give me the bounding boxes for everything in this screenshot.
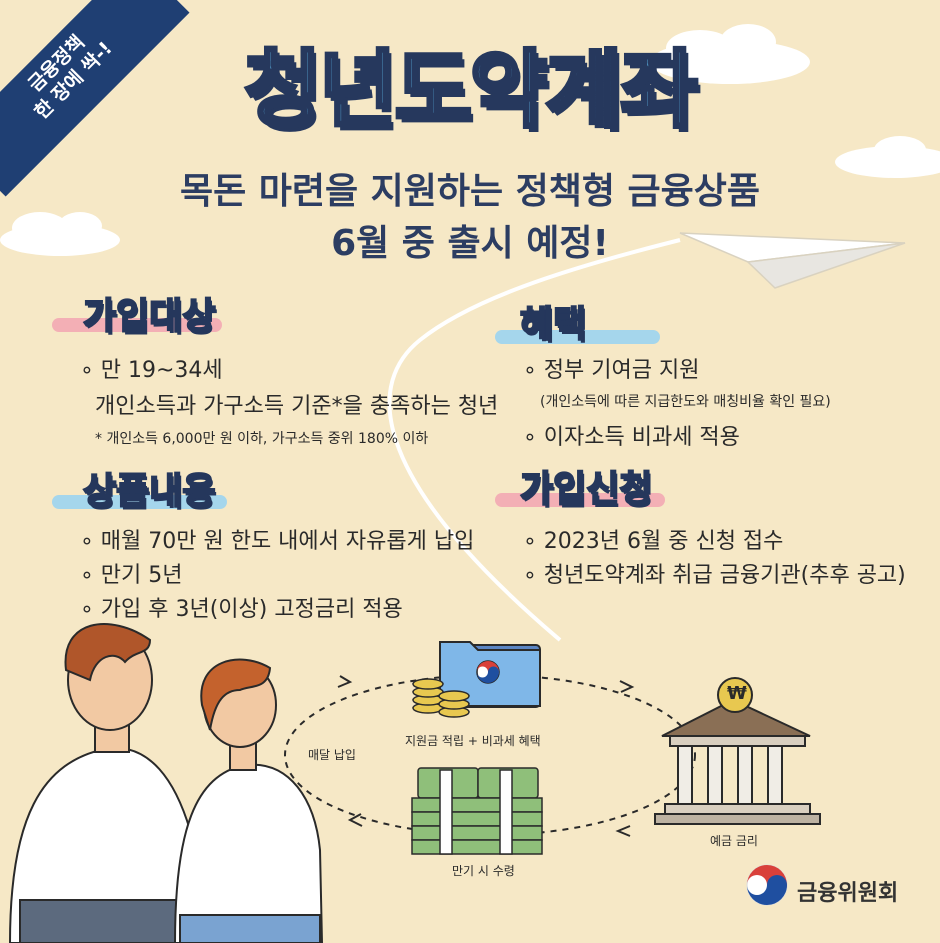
subtitle-line-1: 목돈 마련을 지원하는 정책형 금융상품	[179, 171, 761, 212]
monthly-deposit-caption: 매달 납입	[308, 748, 356, 762]
subsidy-caption: 지원금 적립 + 비과세 혜택	[405, 734, 541, 748]
benefits-note: (개인소득에 따른 지급한도와 매칭비율 확인 필요)	[540, 394, 831, 410]
bank-icon	[654, 677, 821, 825]
cycle-dashed-path	[284, 674, 696, 836]
won-icon: ₩	[727, 683, 747, 704]
subsidy-folder-icon	[439, 641, 541, 708]
benefits-heading: 혜택	[519, 304, 587, 346]
product-item-term: ∘ 만기 5년	[80, 563, 183, 588]
benefits-item-tax: ∘ 이자소득 비과세 적용	[523, 425, 740, 450]
arrow-icon	[619, 680, 635, 693]
money-stack-icon	[411, 767, 543, 855]
woman-illustration	[173, 658, 324, 943]
coins-icon	[412, 678, 470, 718]
page-title: 청년도약계좌	[242, 39, 700, 141]
benefits-item-subsidy: ∘ 정부 기여금 지원	[523, 358, 700, 383]
interest-caption: 예금 금리	[710, 834, 758, 848]
product-item-rate: ∘ 가입 후 3년(이상) 고정금리 적용	[80, 597, 403, 622]
plane-trail	[387, 238, 681, 642]
maturity-caption: 만기 시 수령	[452, 864, 515, 878]
paper-plane-icon	[679, 232, 906, 289]
arrow-icon	[337, 675, 353, 688]
arrow-icon	[615, 825, 631, 837]
cloud-top-right	[650, 24, 810, 84]
arrow-icon	[347, 813, 363, 827]
application-item-institutions: ∘ 청년도약계좌 취급 금융기관(추후 공고)	[523, 563, 906, 588]
cloud-right	[835, 136, 940, 178]
cloud-left	[0, 212, 120, 256]
eligibility-footnote: * 개인소득 6,000만 원 이하, 가구소득 중위 180% 이하	[95, 431, 429, 447]
subtitle-line-2: 6월 중 출시 예정!	[331, 223, 609, 264]
application-item-date: ∘ 2023년 6월 중 신청 접수	[523, 529, 784, 554]
eligibility-item-income: 개인소득과 가구소득 기준*을 충족하는 청년	[95, 394, 499, 419]
eligibility-heading: 가입대상	[82, 296, 216, 338]
taegeuk-icon	[746, 864, 788, 906]
org-logo-text: 금융위원회	[797, 881, 899, 906]
product-item-limit: ∘ 매월 70만 원 한도 내에서 자유롭게 납입	[80, 529, 475, 554]
eligibility-item-age: ∘ 만 19~34세	[80, 358, 223, 383]
man-illustration	[8, 623, 202, 943]
application-heading: 가입신청	[519, 469, 653, 511]
product-heading: 상품내용	[82, 471, 216, 513]
